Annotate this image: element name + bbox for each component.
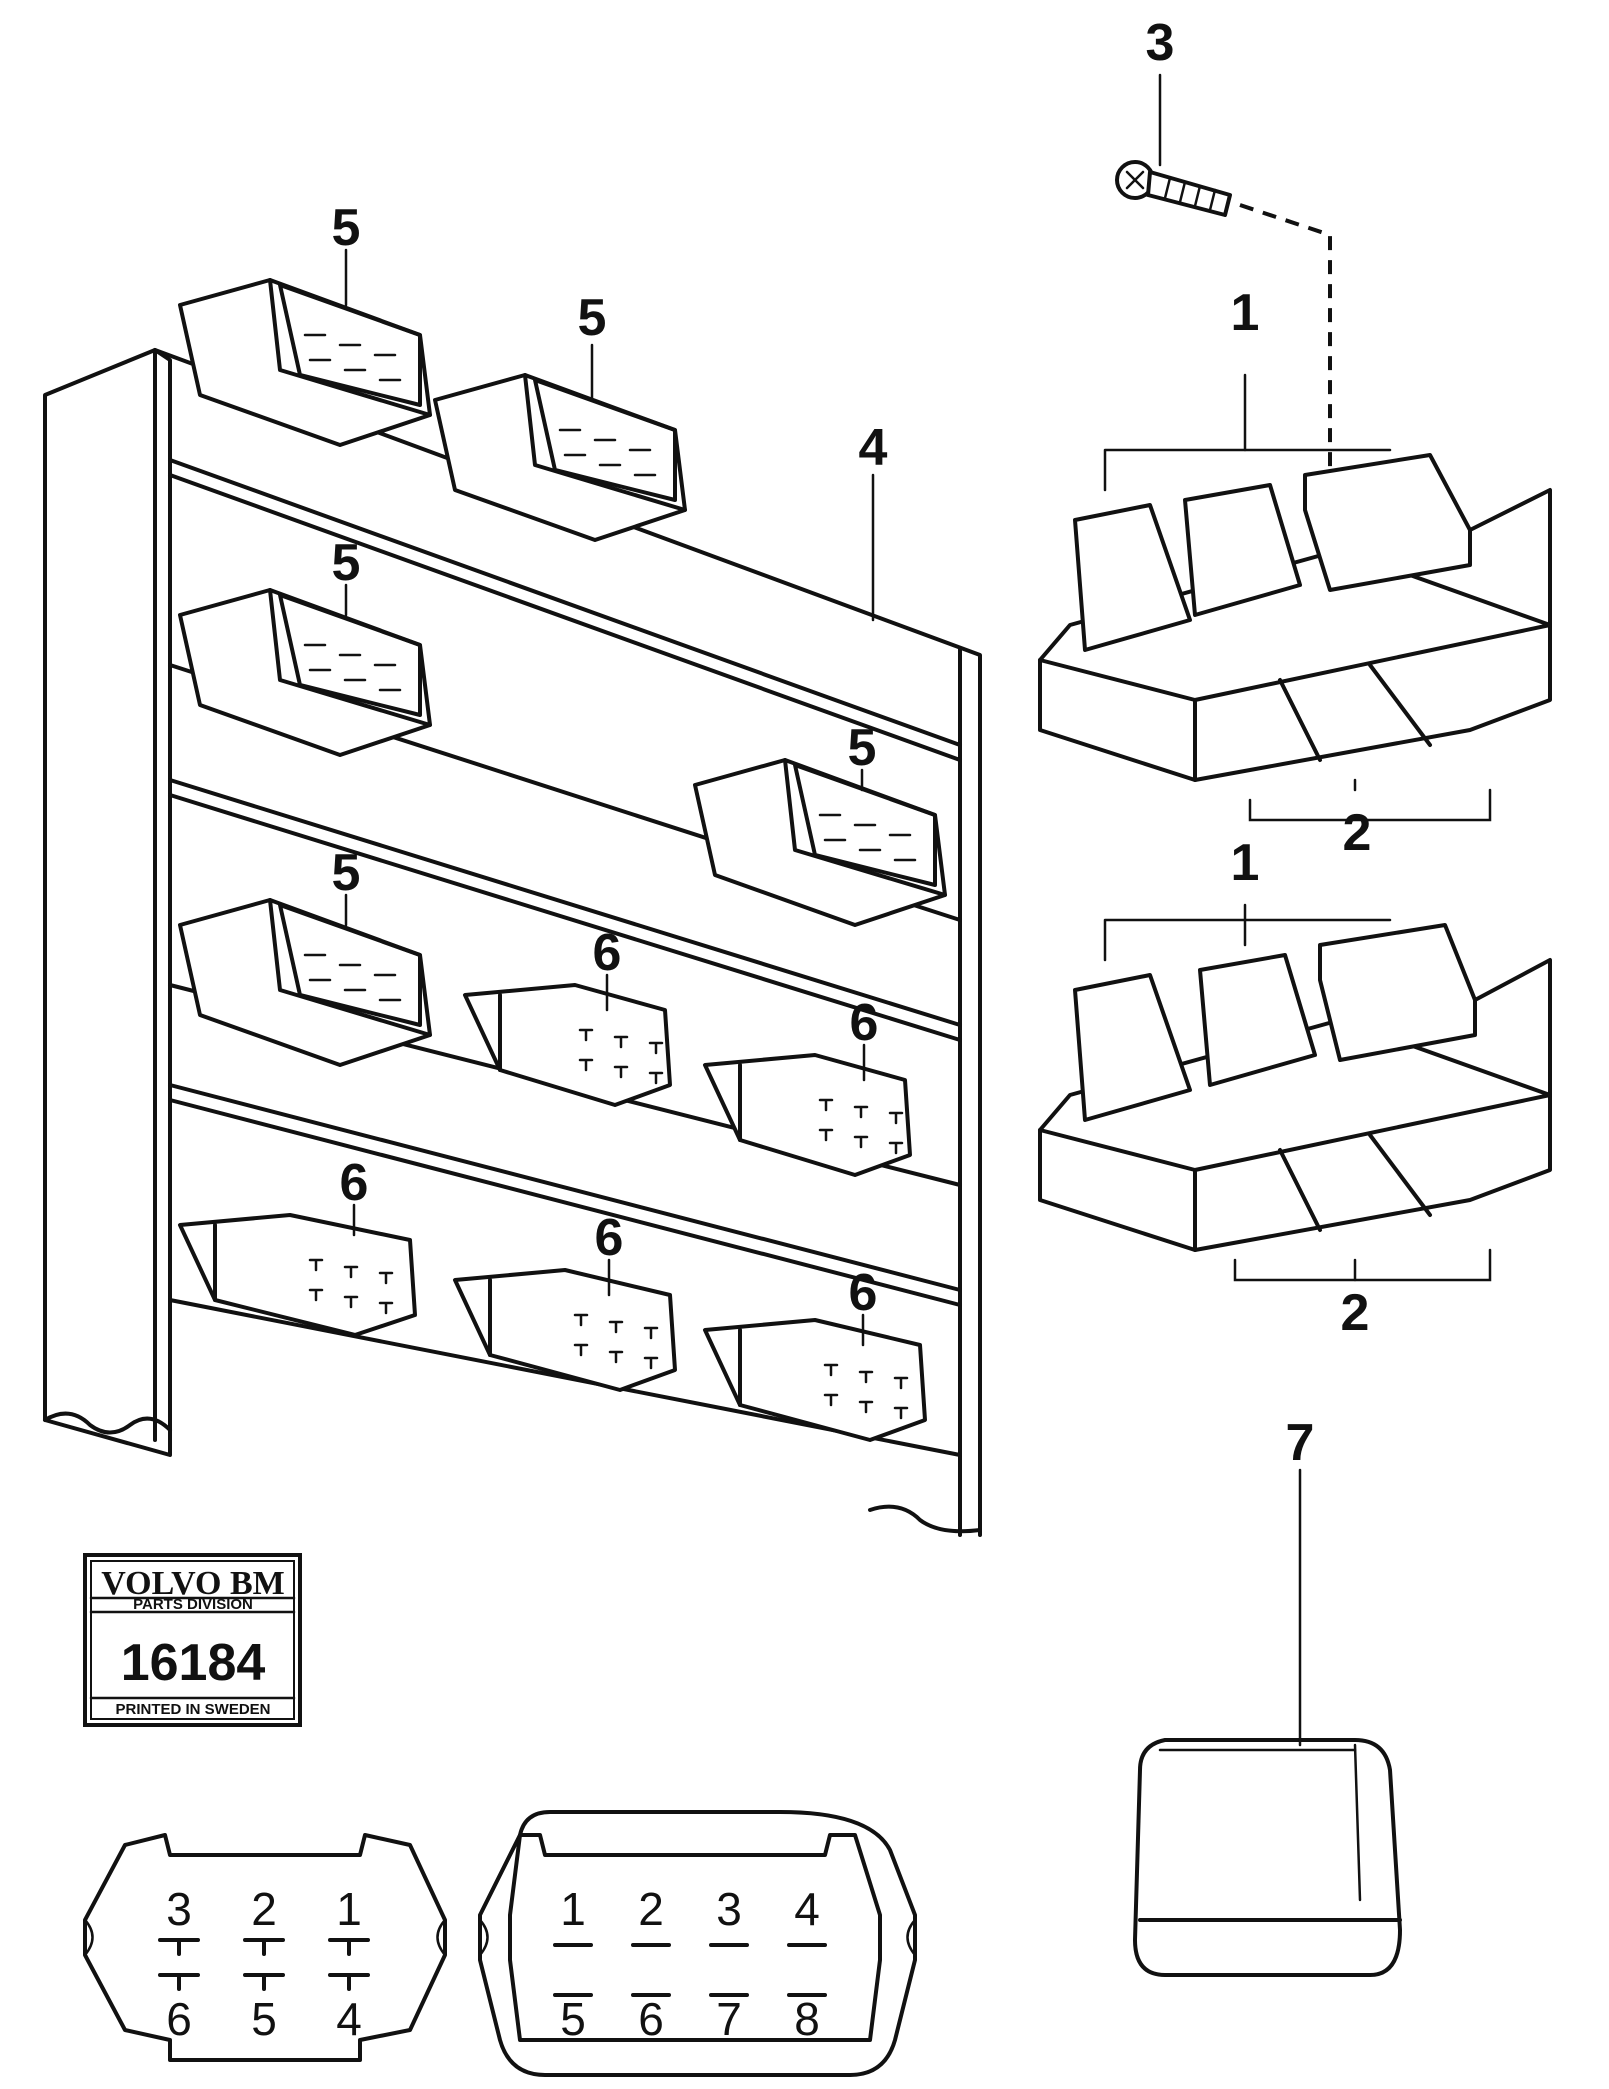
callout-connector-6pin-5: 6 — [849, 1264, 878, 1322]
logo-brand: VOLVO BM — [101, 1565, 284, 1602]
pin6-bottom-3: 4 — [336, 1993, 362, 2045]
pin6-bottom-2: 5 — [251, 1993, 277, 2045]
logo-number: 16184 — [121, 1634, 266, 1692]
pin6-top-2: 2 — [251, 1883, 277, 1935]
connector-8pin-1 — [178, 278, 432, 447]
pin6-top-3: 1 — [336, 1883, 362, 1935]
pinout-6pin-diagram — [83, 1833, 447, 2062]
pin8-top-2: 2 — [638, 1883, 664, 1935]
pin8-bottom-3: 7 — [716, 1993, 742, 2045]
pin8-bottom-2: 6 — [638, 1993, 664, 2045]
connector-6pin-4 — [453, 1268, 677, 1392]
callout-connector-8pin-5: 5 — [332, 844, 361, 902]
callout-bracket: 4 — [859, 419, 888, 477]
relay-cover — [1133, 1738, 1402, 1977]
pin6-bottom-1: 6 — [166, 1993, 192, 2045]
callout-connector-8pin-4: 5 — [848, 719, 877, 777]
callout-connector-8pin-3: 5 — [332, 534, 361, 592]
callout-relay-base-upper: 2 — [1343, 804, 1372, 862]
relay-assembly-upper — [1038, 448, 1552, 822]
connector-8pin-5 — [178, 898, 432, 1067]
pin8-bottom-1: 5 — [560, 1993, 586, 2045]
callout-relay-base-lower: 2 — [1341, 1284, 1370, 1342]
pinout-8pin-diagram — [478, 1810, 917, 2077]
callout-connector-6pin-2: 6 — [850, 994, 879, 1052]
leader-lines — [344, 73, 1357, 1747]
volvo-bm-logo-box — [83, 1553, 302, 1727]
callout-relay-lower: 1 — [1231, 834, 1260, 892]
connector-8pin-3 — [178, 588, 432, 757]
connector-8pin-2 — [433, 373, 687, 542]
callout-relay-cover: 7 — [1286, 1414, 1315, 1472]
pin8-bottom-4: 8 — [794, 1993, 820, 2045]
callout-connector-6pin-4: 6 — [595, 1209, 624, 1267]
relay-assembly-lower — [1038, 918, 1552, 1282]
callout-connector-8pin-1: 5 — [332, 199, 361, 257]
callout-connector-6pin-3: 6 — [340, 1154, 369, 1212]
callout-connector-6pin-1: 6 — [593, 924, 622, 982]
pin6-top-1: 3 — [166, 1883, 192, 1935]
pin8-top-3: 3 — [716, 1883, 742, 1935]
logo-printed: PRINTED IN SWEDEN — [115, 1701, 270, 1718]
connector-6pin-2 — [703, 1053, 912, 1177]
callout-screw: 3 — [1146, 14, 1175, 72]
logo-division: PARTS DIVISION — [133, 1596, 253, 1613]
connector-6pin-5 — [703, 1318, 927, 1442]
callout-relay-upper: 1 — [1231, 284, 1260, 342]
connector-6pin-1 — [463, 983, 672, 1107]
screw — [1115, 160, 1332, 470]
connector-6pin-3 — [178, 1213, 417, 1337]
pin8-top-4: 4 — [794, 1883, 820, 1935]
callout-connector-8pin-2: 5 — [578, 289, 607, 347]
pin8-top-1: 1 — [560, 1883, 586, 1935]
connector-8pin-4 — [693, 758, 947, 927]
